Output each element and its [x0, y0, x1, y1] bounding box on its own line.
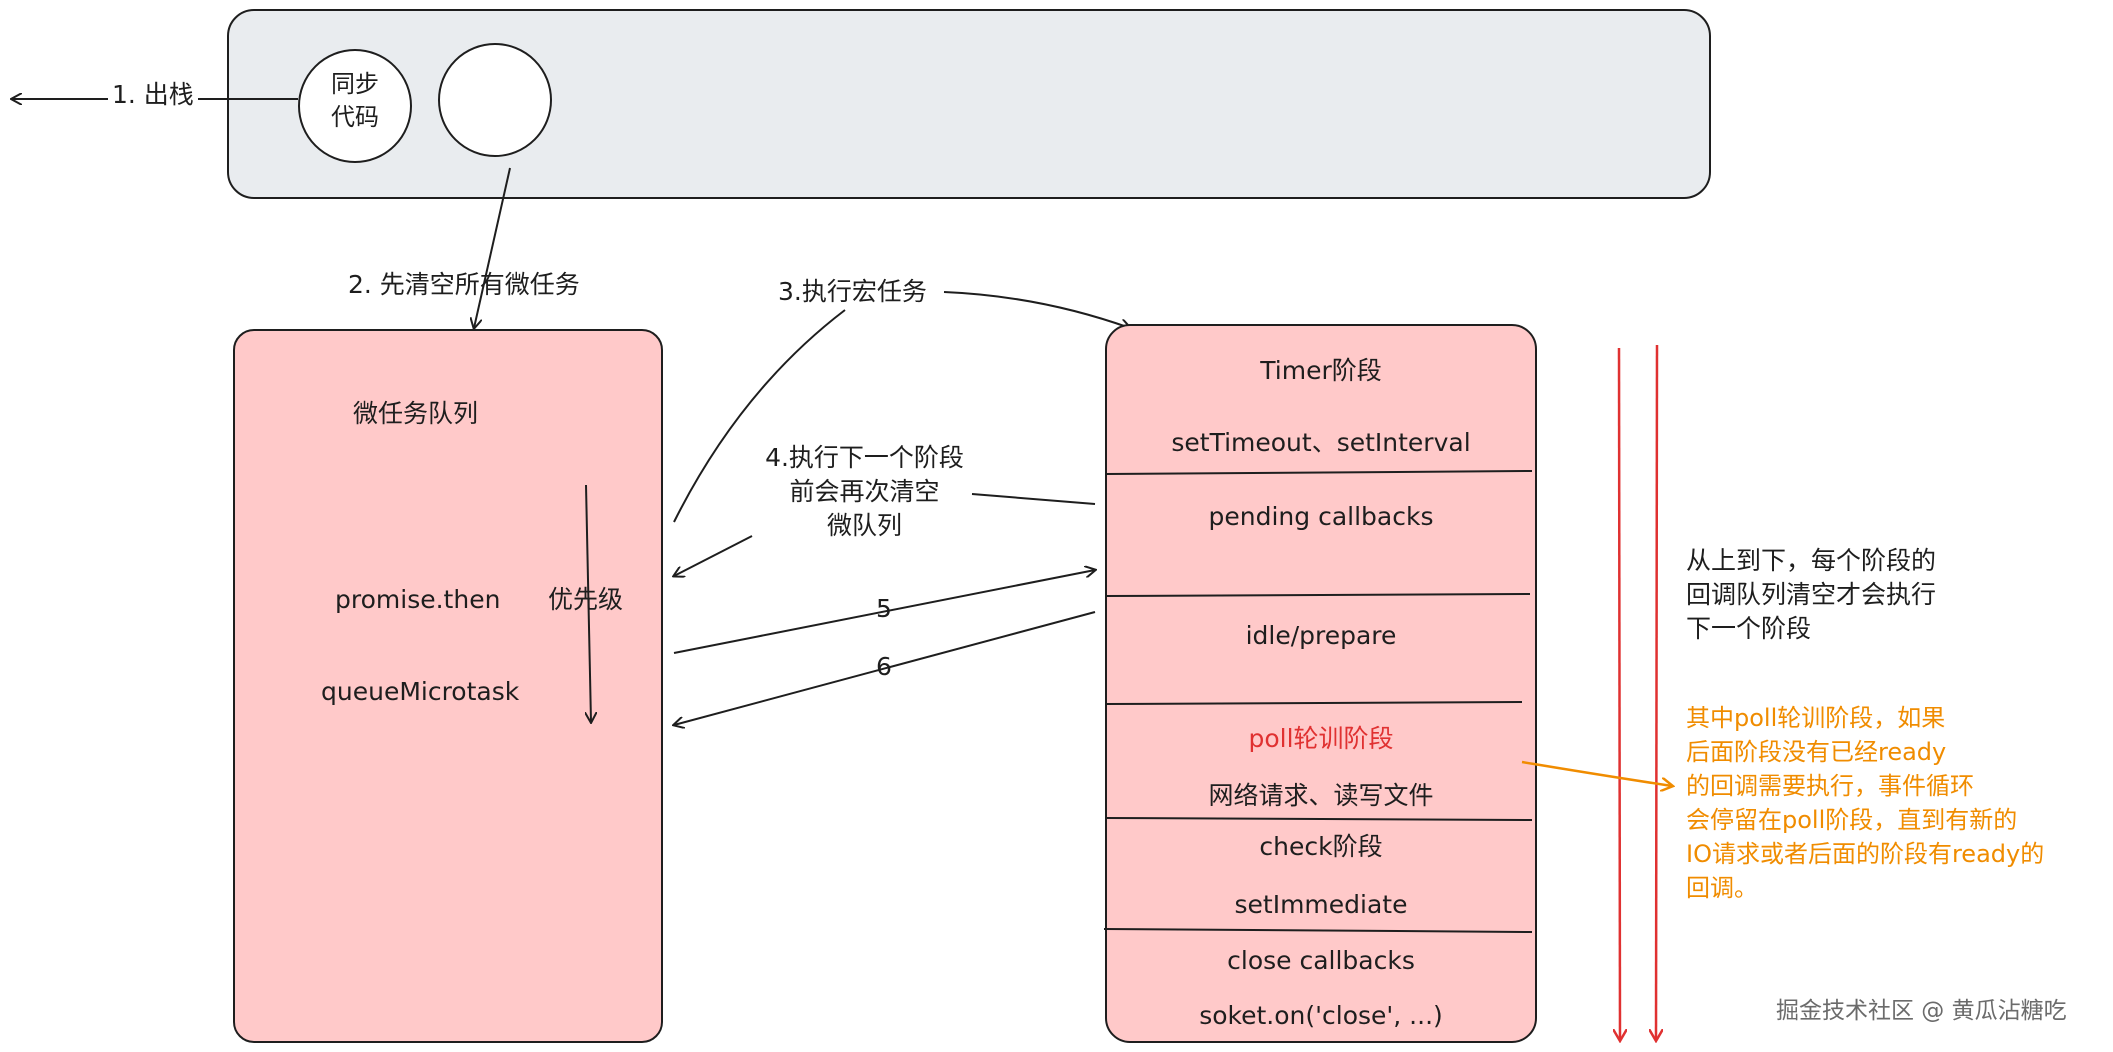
arrow-step4-in: [674, 535, 753, 576]
phase-detail-close: soket.on('close', ...): [1199, 1001, 1443, 1030]
phase-name-close: close callbacks: [1227, 946, 1415, 975]
priority-label: 优先级: [548, 585, 624, 614]
phases-box: [1105, 324, 1537, 1043]
phase-detail-timer: setTimeout、setInterval: [1171, 428, 1471, 457]
arrow-step5: [673, 570, 1095, 654]
sync-code-label: 同步 代码: [331, 70, 379, 131]
order-note: 从上到下，每个阶段的 回调队列清空才会执行 下一个阶段: [1686, 546, 1937, 643]
step5-label: 5: [876, 594, 892, 623]
phase-name-check: check阶段: [1259, 832, 1383, 861]
phase-divider: [1103, 928, 1533, 933]
red-down-arrow-right: [1656, 344, 1657, 1040]
phase-detail-poll: 网络请求、读写文件: [1208, 781, 1434, 810]
arrow-step4-out: [971, 493, 1096, 505]
microtask-queue-title: 微任务队列: [353, 399, 479, 428]
phase-name-pending: pending callbacks: [1208, 502, 1434, 531]
phase-divider: [1105, 470, 1533, 475]
red-down-arrow-left: [1619, 347, 1620, 1040]
microtask-item: queueMicrotask: [321, 677, 520, 706]
phase-detail-check: setImmediate: [1234, 890, 1408, 919]
empty-stack-circle: [438, 43, 552, 157]
phase-divider: [1105, 593, 1531, 597]
step1-label: 1. 出栈: [108, 78, 198, 112]
arrow-step6: [674, 611, 1096, 725]
priority-arrow: [586, 484, 591, 722]
phase-divider: [1105, 701, 1523, 705]
arrow-to-microtask: [474, 167, 511, 328]
call-stack-box: [227, 9, 1711, 199]
step4-label: 4.执行下一个阶段 前会再次清空 微队列: [765, 443, 964, 540]
phase-name-timer: Timer阶段: [1260, 356, 1382, 385]
phase-name-idle: idle/prepare: [1245, 621, 1397, 650]
watermark: 掘金技术社区 @ 黄瓜沾糖吃: [1776, 998, 2067, 1024]
microtask-item: promise.then: [335, 585, 501, 614]
phase-divider: [1105, 817, 1533, 821]
sync-code-circle: [298, 49, 412, 163]
poll-note: 其中poll轮训阶段，如果 后面阶段没有已经ready 的回调需要执行，事件循环…: [1686, 704, 2045, 902]
step2-label: 2. 先清空所有微任务: [348, 270, 580, 299]
orange-poll-arrow: [1521, 760, 1672, 786]
step6-label: 6: [876, 652, 892, 681]
arrow-macro-task: [673, 291, 1130, 523]
microtask-queue-box: [233, 329, 663, 1043]
phase-name-poll: poll轮训阶段: [1248, 724, 1394, 753]
step3-label: 3.执行宏任务: [778, 277, 927, 306]
